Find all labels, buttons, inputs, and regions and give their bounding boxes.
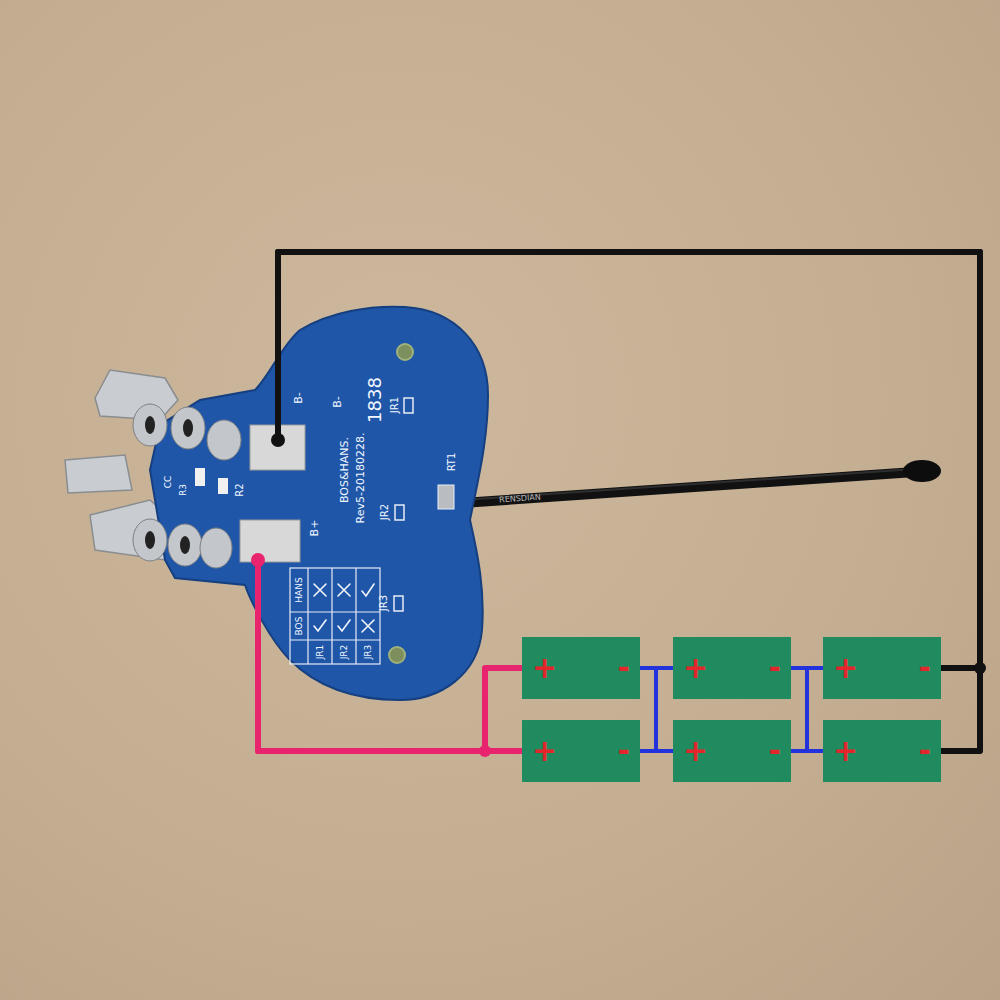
silkscreen-label: JR3 — [379, 595, 389, 611]
solder-hole — [180, 536, 190, 554]
smd-component — [218, 478, 228, 494]
jumper-pad — [404, 398, 413, 413]
silkscreen-label: JR1 — [316, 645, 325, 660]
jumper-pad — [394, 398, 413, 611]
pcb-outline — [150, 307, 488, 700]
battery-cell: +- — [522, 720, 640, 782]
table-mark — [314, 584, 374, 632]
parallel-link — [654, 668, 658, 751]
silkscreen-label: 1838 — [366, 377, 384, 423]
battery-pad — [240, 425, 305, 562]
junction-dot — [479, 745, 491, 757]
solder-joint — [133, 404, 167, 446]
polarity-mark: + — [532, 736, 557, 766]
jumper-table-grid — [290, 611, 380, 612]
jumper-table-grid — [290, 639, 380, 640]
polarity-mark: + — [833, 736, 858, 766]
silkscreen-label: Rev5-20180228. — [355, 433, 366, 524]
thermistor-probe — [903, 460, 941, 482]
smd-component — [195, 468, 228, 494]
polarity-mark: - — [919, 736, 931, 766]
jumper-pad — [395, 505, 404, 520]
polarity-mark: + — [833, 653, 858, 683]
jumper-table-grid — [307, 568, 308, 664]
polarity-mark: - — [769, 736, 781, 766]
smd-component — [195, 468, 205, 486]
junction-dot — [974, 662, 986, 674]
parallel-link — [805, 668, 809, 751]
solder-hole — [183, 419, 193, 437]
solder-hole — [145, 531, 155, 549]
silkscreen-label: R2 — [235, 483, 245, 496]
table-mark — [314, 584, 326, 596]
silkscreen-label: CC — [164, 476, 173, 489]
table-mark — [314, 620, 326, 631]
table-mark — [338, 620, 350, 631]
solder-hole — [145, 416, 155, 434]
silkscreen-label: HANS — [295, 577, 304, 602]
solder-joint — [207, 420, 241, 460]
battery-cell: +- — [673, 720, 791, 782]
pcb-board — [60, 300, 490, 710]
solder-joint — [168, 524, 202, 566]
parallel-link — [640, 749, 673, 753]
cable-print: RENSDIAN — [499, 494, 541, 505]
silkscreen-label: JR3 — [364, 645, 373, 660]
table-mark — [362, 620, 374, 632]
battery-cell: +- — [823, 720, 941, 782]
silkscreen-label: JR2 — [380, 504, 390, 520]
polarity-mark: + — [683, 653, 708, 683]
thermistor-pad — [438, 485, 454, 509]
polarity-mark: + — [683, 736, 708, 766]
silkscreen-label: B- — [332, 396, 343, 408]
table-mark — [362, 584, 374, 596]
silkscreen-label: BOS — [295, 617, 304, 636]
jumper-table-grid — [355, 568, 356, 664]
test-pad — [389, 647, 405, 663]
test-pad — [389, 344, 413, 663]
table-mark — [338, 584, 350, 596]
polarity-mark: - — [618, 653, 630, 683]
jumper-table-grid — [331, 568, 332, 664]
silkscreen-label: B- — [293, 392, 304, 404]
silkscreen-label: R3 — [179, 484, 188, 496]
jumper-table-grid — [290, 568, 380, 664]
solder-joint — [133, 519, 167, 561]
solder-joint — [133, 404, 241, 568]
jumper-table-grid — [290, 568, 380, 664]
battery-pad — [250, 425, 305, 470]
solder-hole — [145, 416, 193, 554]
battery-cell: +- — [673, 637, 791, 699]
polarity-mark: - — [919, 653, 931, 683]
parallel-link — [791, 749, 823, 753]
polarity-mark: - — [618, 736, 630, 766]
silkscreen-label: RT1 — [447, 453, 457, 472]
solder-joint — [171, 407, 205, 449]
test-pad — [397, 344, 413, 360]
battery-cell: +- — [823, 637, 941, 699]
terminal-tab — [65, 455, 132, 493]
polarity-mark: + — [532, 653, 557, 683]
silkscreen-label: B+ — [309, 520, 320, 537]
jumper-pad — [394, 596, 403, 611]
silkscreen-label: JR1 — [390, 397, 400, 413]
polarity-mark: - — [769, 653, 781, 683]
silkscreen-label: BOS&HANS. — [339, 437, 350, 503]
bms-board: B-B-1838JR1BOS&HANS.Rev5-20180228.RT1JR2… — [60, 300, 490, 710]
battery-cell: +- — [522, 637, 640, 699]
battery-pad — [240, 520, 300, 562]
silkscreen-label: JR2 — [340, 645, 349, 660]
solder-joint — [200, 528, 232, 568]
